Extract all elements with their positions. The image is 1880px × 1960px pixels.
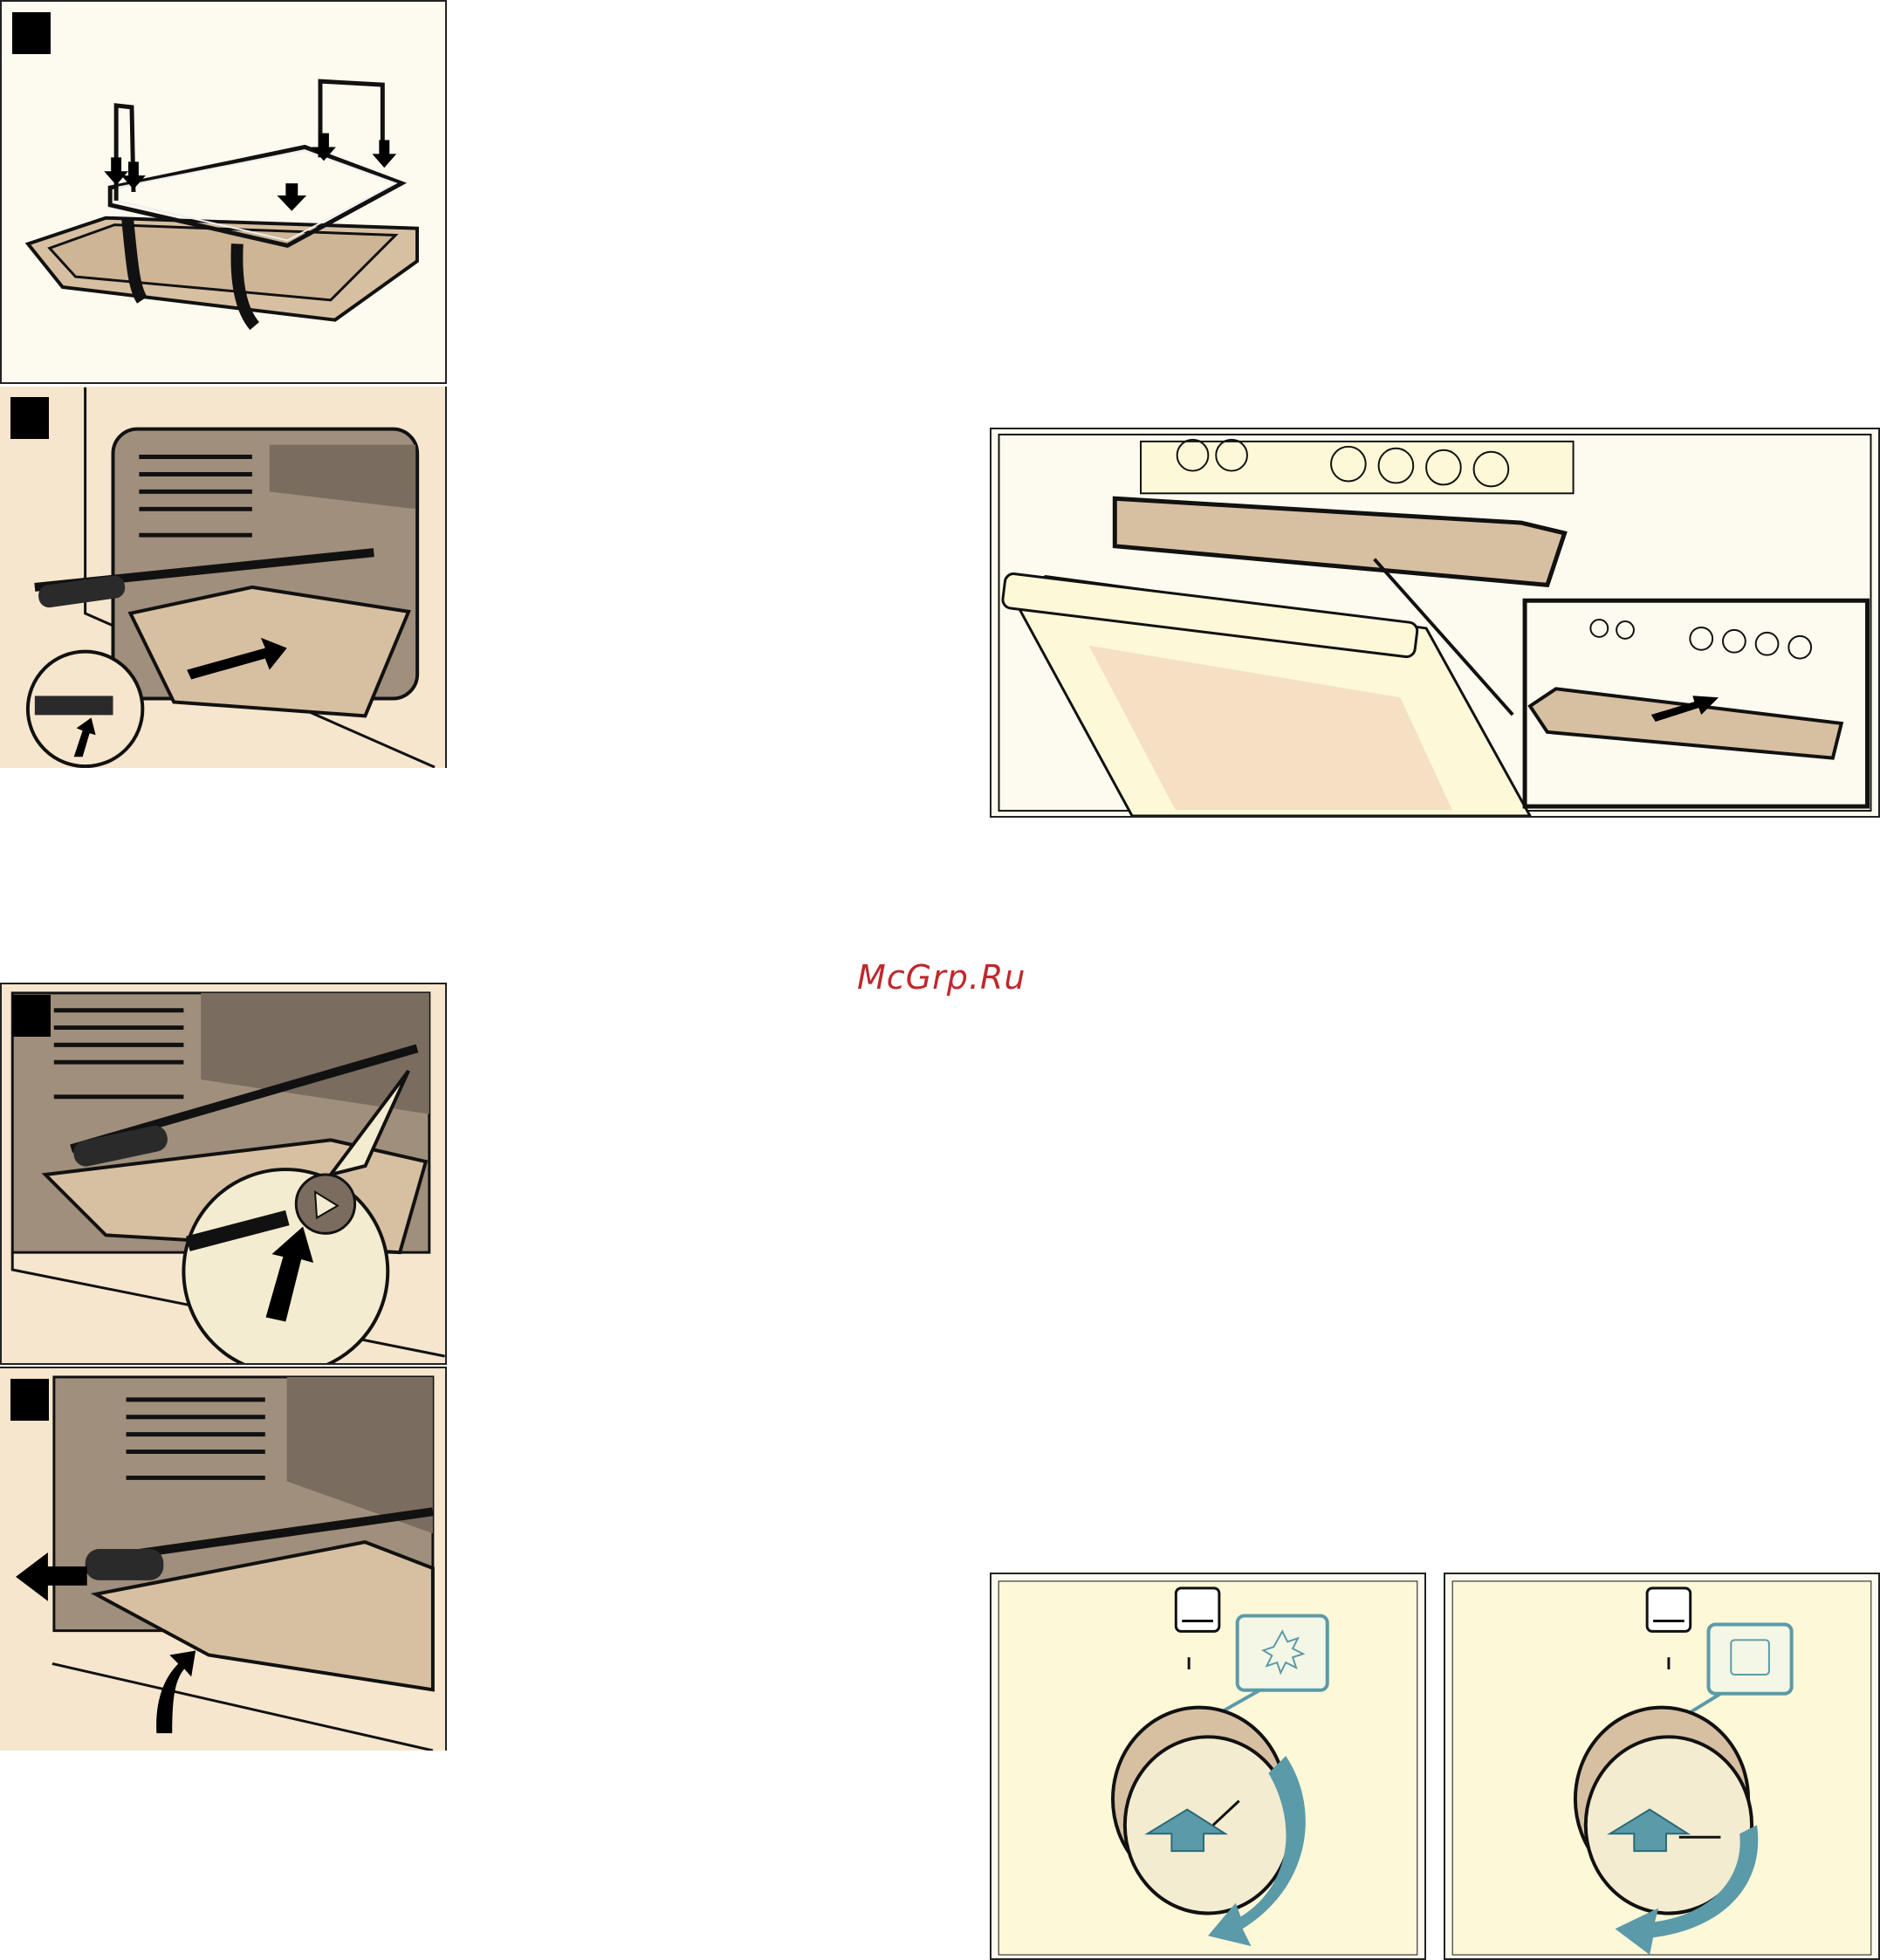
spit-engage-drive-figure [2,984,445,1363]
step-marker-2 [10,397,49,439]
step-marker-3 [12,995,51,1037]
figure-spit-engage-drive [0,983,447,1365]
step-marker-1 [12,12,51,54]
figure-spit-insert-in-oven [0,387,447,768]
fit-grill-tray-below-door-figure [991,429,1878,816]
spit-insert-in-oven-figure [0,387,445,768]
spit-remove-figure [0,1368,445,1751]
figure-spit-frame-on-tray [0,0,447,384]
figure-spit-remove [0,1367,447,1751]
figure-knob-grill [990,1573,1426,1960]
step-marker-4 [10,1379,49,1421]
watermark-text: McGrp.Ru [857,958,1026,997]
knob-rotate-oven-figure [1445,1574,1878,1958]
spit-frame-on-tray-figure [2,2,445,382]
knob-rotate-grill-figure [991,1574,1424,1958]
figure-fit-grill-tray [990,428,1880,818]
figure-knob-oven [1444,1573,1880,1960]
